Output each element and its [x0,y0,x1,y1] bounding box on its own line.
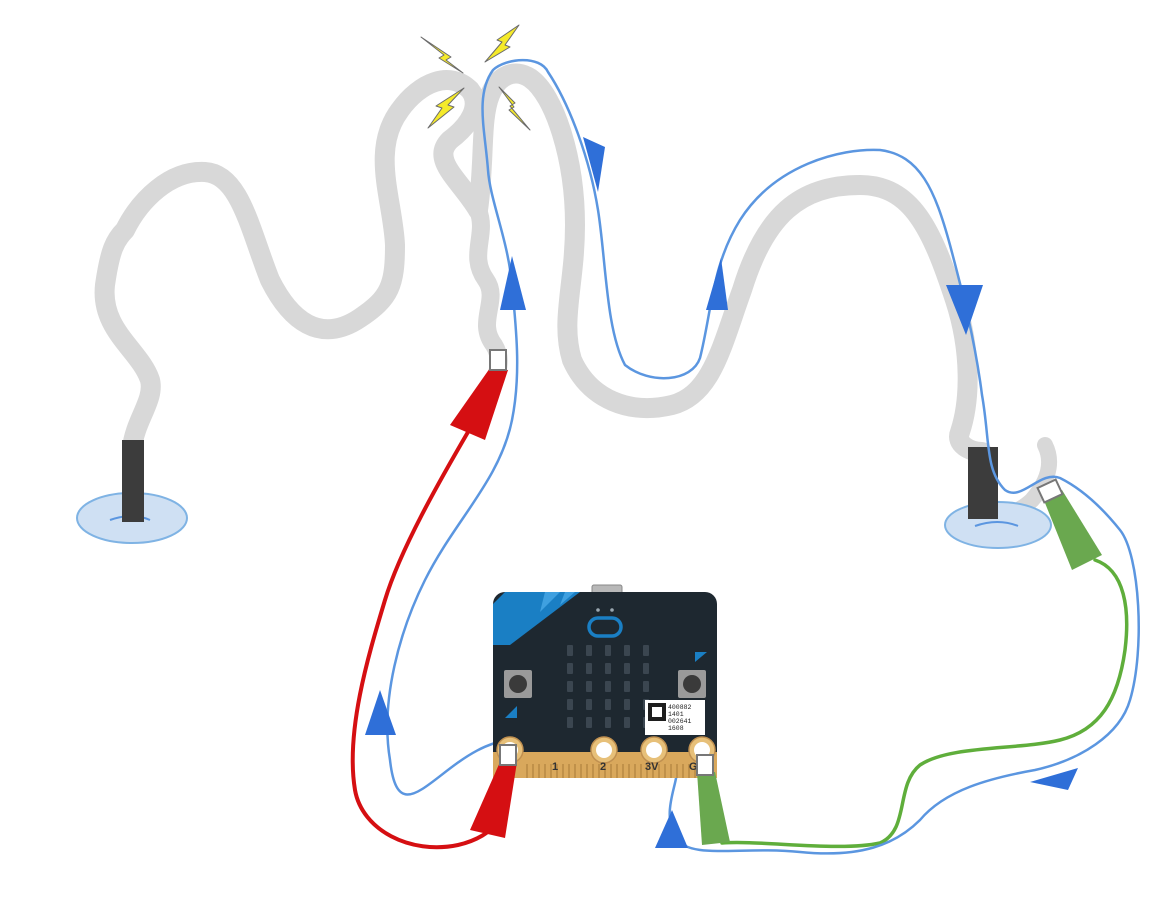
red-wire [350,430,492,850]
button-b-marker [695,652,707,662]
pin-gnd-label: G [689,761,698,773]
qr-text-line: 002641 [668,718,692,725]
current-path [386,58,1140,855]
led [624,699,630,710]
flow-arrow-icon [655,810,688,848]
led [624,663,630,674]
pin-2-label: 2 [600,761,606,773]
logo-eye [596,608,600,612]
lightning-spark-icon [427,87,465,129]
string-right-section [468,63,992,462]
led [586,663,592,674]
led [624,717,630,728]
right-sensor [944,447,1052,549]
led [586,699,592,710]
left-sensor [76,440,188,544]
pin-2-hole [596,742,612,758]
button-a-marker [505,706,517,718]
led [605,663,611,674]
led [605,699,611,710]
qr-text-line: 400882 [668,704,692,711]
button-b[interactable] [678,670,706,698]
qr-code-label: 400882 1401 002641 1608 [645,700,705,735]
left-probe [122,440,144,522]
led [624,645,630,656]
right-water-ripple [974,521,1019,527]
red-clip-top-body [450,368,508,440]
green-clip-bottom-body [697,772,730,845]
green-clip-bottom[interactable] [696,754,730,845]
qr-text-line: 1608 [668,725,684,732]
board-corner-stripe [560,592,575,605]
led [567,717,573,728]
red-clip-bottom-jaw [499,744,517,766]
flow-arrow-icon [706,258,728,310]
string-left-loop [94,70,488,458]
led [586,645,592,656]
led [643,645,649,656]
led-matrix [567,645,649,728]
flow-arrow-icon [946,285,983,335]
led [605,681,611,692]
spark-cluster [420,24,531,131]
green-clip-bottom-jaw [696,754,714,776]
green-wire [720,558,1129,849]
led [643,681,649,692]
qr-text-line: 1401 [668,711,684,718]
lightning-spark-icon [484,24,520,63]
green-clip-right-jaw [1036,478,1064,504]
lightning-spark-icon [498,86,531,131]
red-clip-bottom-body [470,762,517,838]
pin-3v-label: 3V [645,761,659,773]
led [567,645,573,656]
red-clip-bottom[interactable] [470,744,517,838]
logo-eye [610,608,614,612]
flow-arrow-icon [365,690,396,735]
flow-arrow-icon [500,256,526,310]
board-corner-stripe [540,592,560,612]
button-a-cap [509,675,527,693]
pin-3v-hole [646,742,662,758]
led [643,663,649,674]
led [605,645,611,656]
pin-1-label: 1 [552,761,558,773]
led [567,699,573,710]
flow-arrow-icon [1030,768,1078,790]
led [624,681,630,692]
led [586,681,592,692]
board-corner-accent [493,592,580,645]
led [605,717,611,728]
led [586,717,592,728]
board-face-logo [587,616,623,638]
right-probe [968,447,998,519]
led [567,663,573,674]
conductive-string [94,63,1057,530]
qr-code-inner [652,707,662,717]
red-clip-top-jaw [489,349,507,371]
led [567,681,573,692]
flow-arrow-icon [583,137,605,192]
button-b-cap [683,675,701,693]
lightning-spark-icon [420,36,464,74]
current-path-loop [386,58,1140,855]
red-clip-top[interactable] [450,349,508,440]
green-clip-right[interactable] [1036,478,1102,570]
button-a[interactable] [504,670,532,698]
green-clip-right-body [1043,490,1102,570]
microbit-board: 400882 1401 002641 1608 1 2 3V G [493,584,717,778]
